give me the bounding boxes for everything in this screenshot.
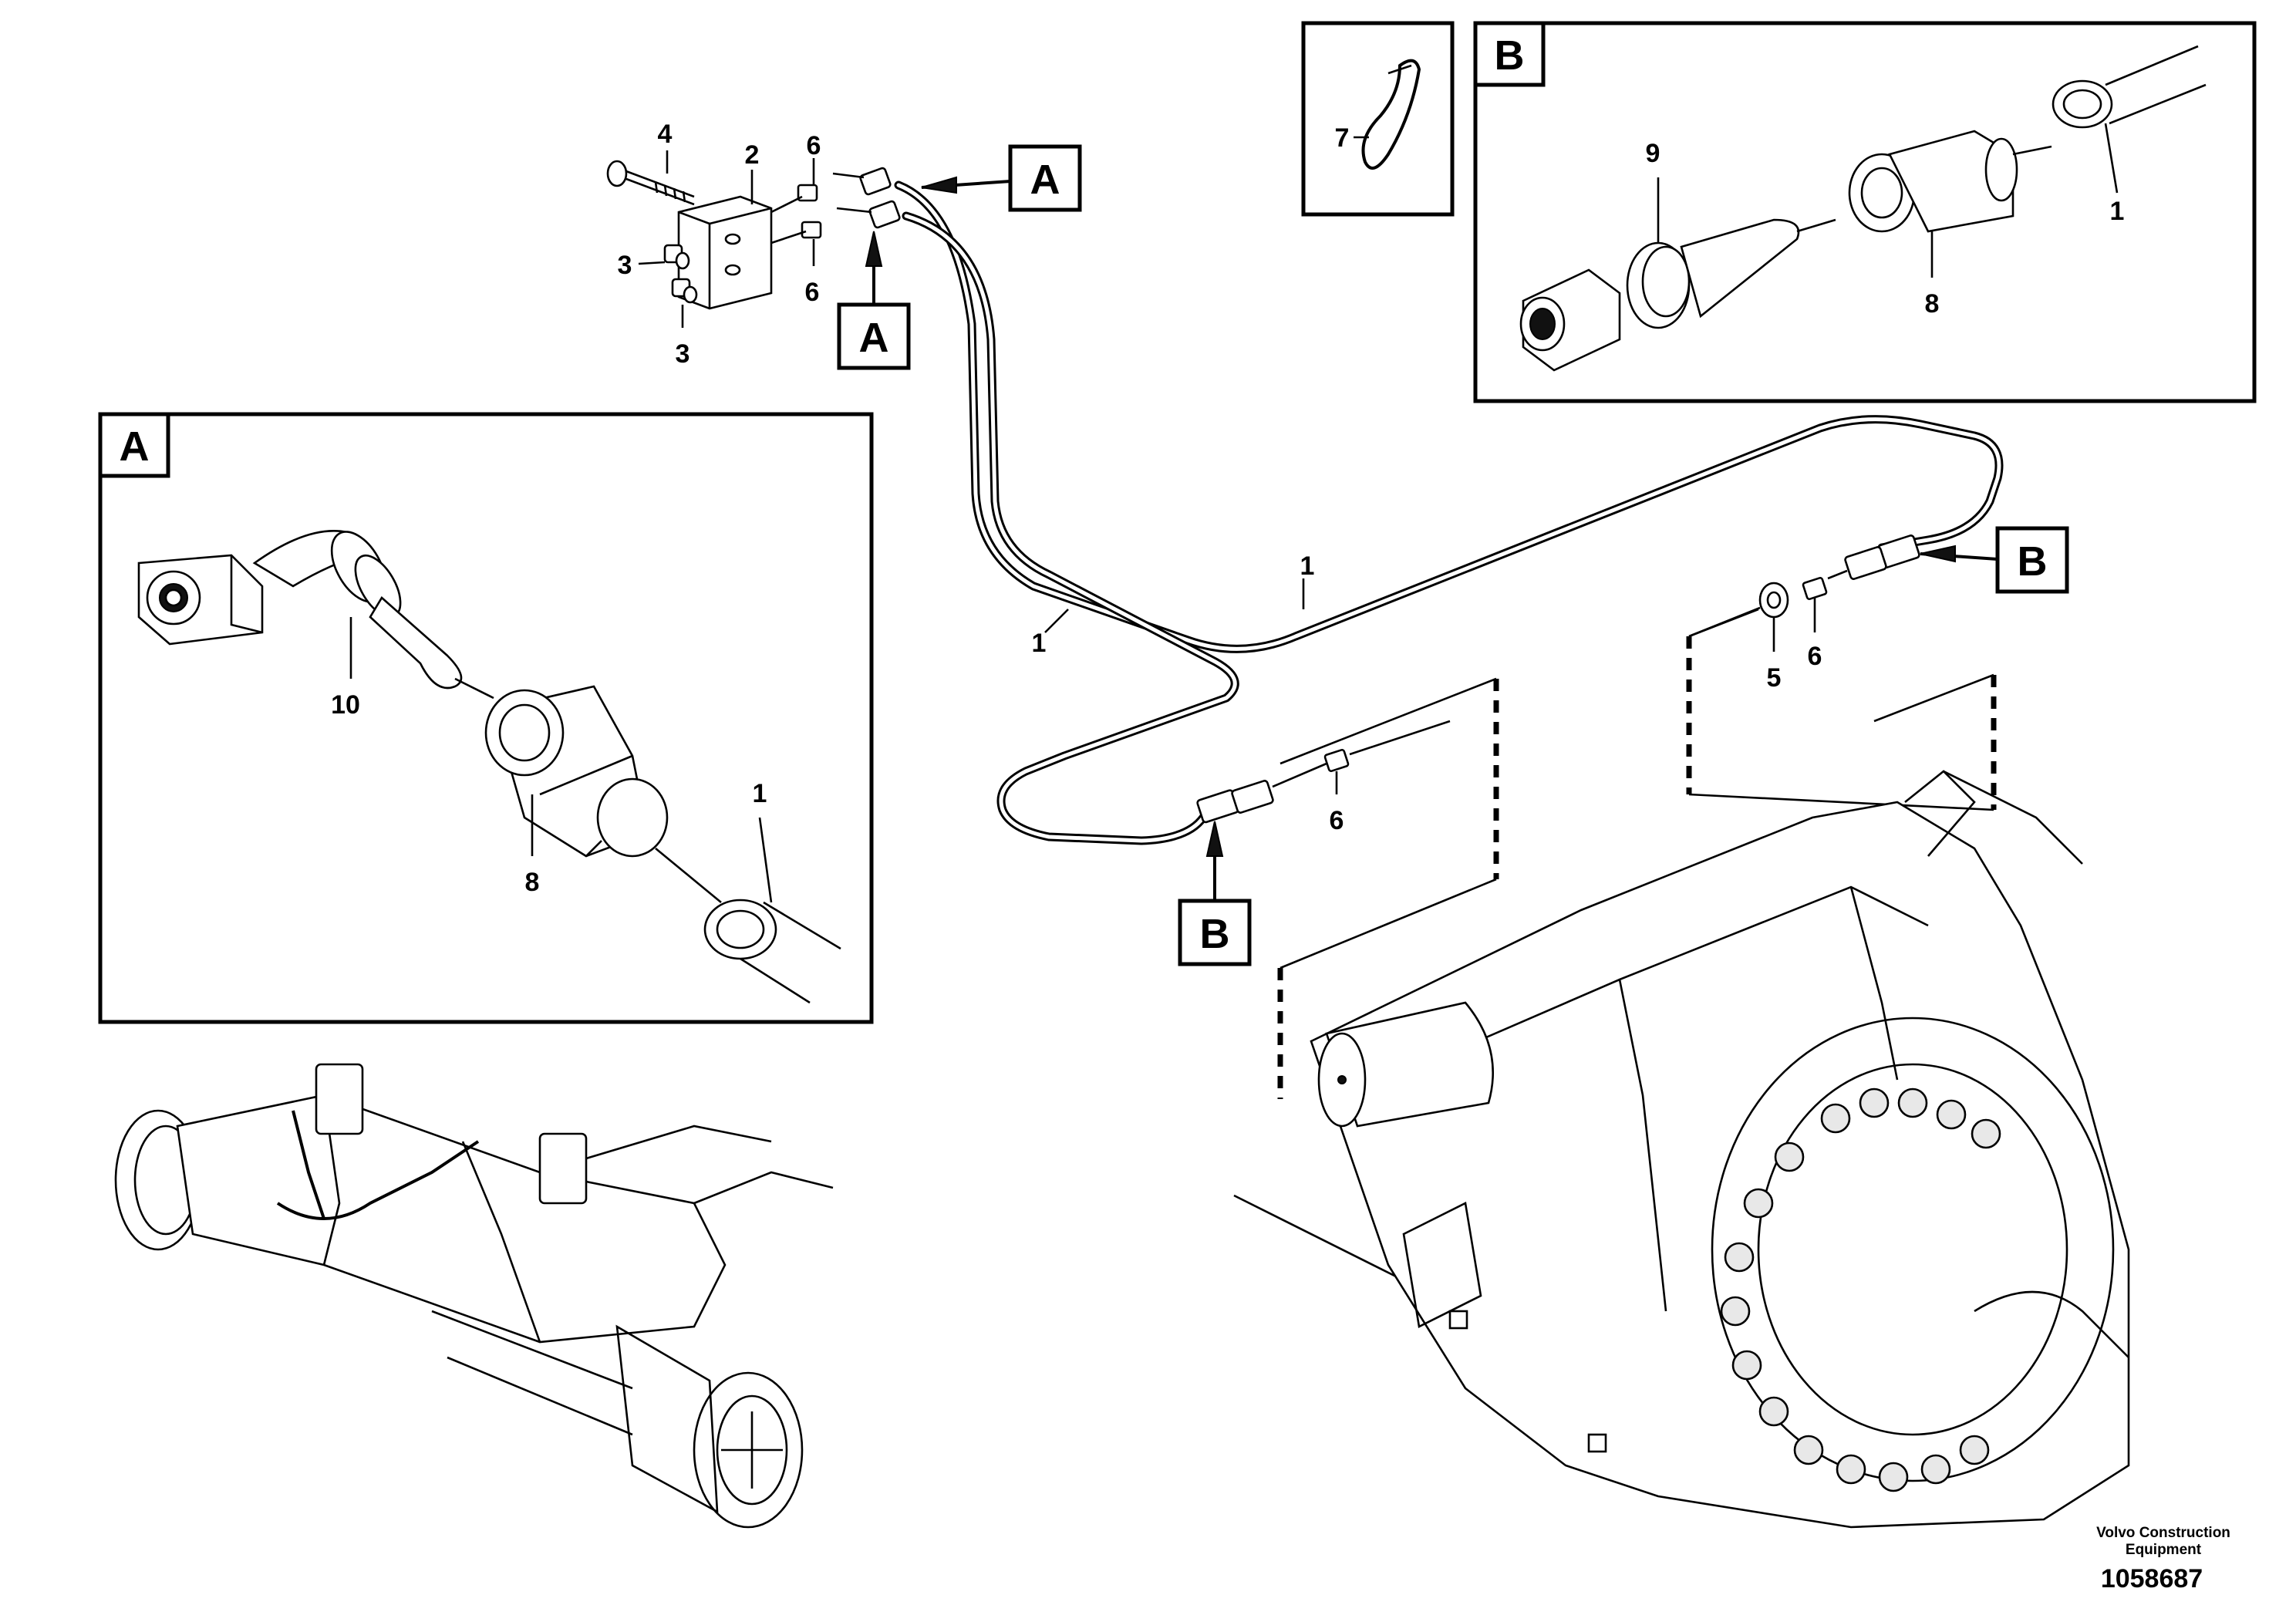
ref-b-right-label: B (2018, 538, 2048, 585)
nipple-fittings-6-top (770, 184, 822, 244)
detail-b-tag: B (1495, 32, 1525, 79)
callout-3-lower: 3 (676, 339, 690, 369)
axle-overview-illustration (114, 1063, 834, 1529)
detail-box-b: B 9 8 1 (1473, 21, 2257, 403)
clip-box: 7 (1301, 21, 1455, 217)
document-number: 1058687 (2101, 1564, 2203, 1593)
ref-tag-b-bottom: B (1178, 821, 1252, 966)
footer: Volvo Construction Equipment 1058687 (2096, 1525, 2230, 1593)
callout-8-detail-b: 8 (1925, 289, 1940, 319)
callout-6-bottom: 6 (805, 278, 820, 307)
pipe-elbow-fittings (832, 167, 901, 229)
ref-tag-a-top: A (921, 144, 1082, 212)
nipple-fittings-3 (663, 244, 698, 304)
dashed-frames (1277, 608, 1997, 1099)
manufacturer-line-2: Equipment (2126, 1542, 2202, 1558)
callout-6-right: 6 (1808, 642, 1822, 671)
coupling-right (1688, 534, 1920, 638)
bolt (606, 160, 695, 206)
callout-10: 10 (331, 690, 360, 720)
callout-1-main-left: 1 (1032, 629, 1047, 658)
callout-1-detail-b: 1 (2110, 197, 2125, 226)
callout-2: 2 (745, 140, 760, 170)
ref-tag-b-right: B (1920, 526, 2069, 594)
brake-pipe-assembly (894, 180, 2004, 845)
detail-box-a: A 10 8 1 (98, 412, 874, 1024)
ref-a-top-label: A (1030, 157, 1060, 203)
ref-tag-a-mid: A (837, 231, 911, 370)
callout-3-upper: 3 (618, 251, 632, 280)
coupling-bottom (1196, 720, 1451, 824)
callout-6-center: 6 (1330, 806, 1344, 835)
axle-housing-illustration (1233, 770, 2130, 1529)
callout-1-detail-a: 1 (753, 779, 767, 808)
detail-a-tag: A (120, 423, 150, 470)
callout-1-main-right: 1 (1300, 551, 1315, 581)
ref-b-bottom-label: B (1200, 911, 1230, 957)
flange-bolts (1720, 1088, 2001, 1492)
ref-a-mid-label: A (859, 315, 889, 361)
callout-4: 4 (658, 120, 673, 149)
callout-9: 9 (1646, 139, 1660, 168)
main-callouts: 4 2 6 6 3 3 1 1 6 5 6 (618, 120, 1822, 835)
mounting-bracket (677, 195, 773, 310)
manufacturer-line-1: Volvo Construction (2096, 1525, 2230, 1541)
callout-6-top: 6 (807, 131, 821, 160)
callout-8-detail-a: 8 (525, 868, 540, 897)
callout-5: 5 (1767, 663, 1782, 693)
callout-7: 7 (1335, 123, 1350, 153)
